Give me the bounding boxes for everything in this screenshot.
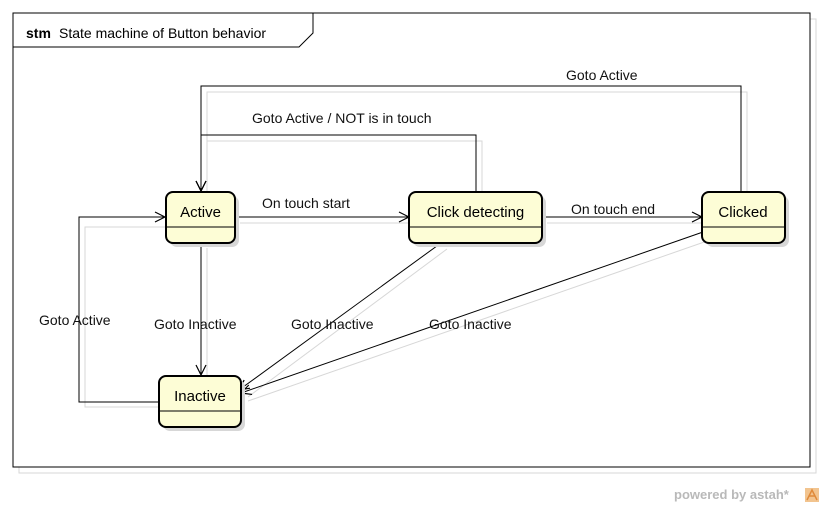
state-inactive-label: Inactive bbox=[174, 388, 226, 405]
astah-logo-icon bbox=[805, 488, 819, 502]
label-click-detecting-to-clicked: On touch end bbox=[571, 201, 655, 217]
transition-inactive-to-active bbox=[78, 217, 165, 403]
state-active-label: Active bbox=[180, 204, 221, 221]
state-clicked: Clicked bbox=[701, 191, 789, 247]
label-clicked-to-active: Goto Active bbox=[566, 67, 638, 83]
state-click-detecting: Click detecting bbox=[408, 191, 546, 247]
watermark-text: powered by astah* bbox=[674, 487, 790, 502]
transition-click-detecting-to-inactive bbox=[239, 242, 442, 390]
label-click-detecting-to-inactive: Goto Inactive bbox=[291, 316, 374, 332]
state-clicked-label: Clicked bbox=[718, 204, 767, 221]
label-clicked-to-inactive: Goto Inactive bbox=[429, 316, 512, 332]
label-inactive-to-active: Goto Active bbox=[39, 312, 111, 328]
label-active-to-inactive: Goto Inactive bbox=[154, 316, 237, 332]
label-active-to-click-detecting: On touch start bbox=[262, 195, 350, 211]
frame-keyword: stm bbox=[26, 25, 51, 41]
label-click-detecting-to-active: Goto Active / NOT is in touch bbox=[252, 110, 431, 126]
state-click-detecting-label: Click detecting bbox=[427, 204, 525, 221]
state-active: Active bbox=[165, 191, 239, 247]
diagram-frame bbox=[12, 12, 811, 468]
state-inactive: Inactive bbox=[158, 375, 245, 431]
frame-name-tab bbox=[13, 13, 314, 48]
frame-title: State machine of Button behavior bbox=[59, 25, 266, 41]
transition-clicked-to-inactive bbox=[241, 231, 704, 393]
transition-click-detecting-to-active bbox=[201, 134, 477, 191]
